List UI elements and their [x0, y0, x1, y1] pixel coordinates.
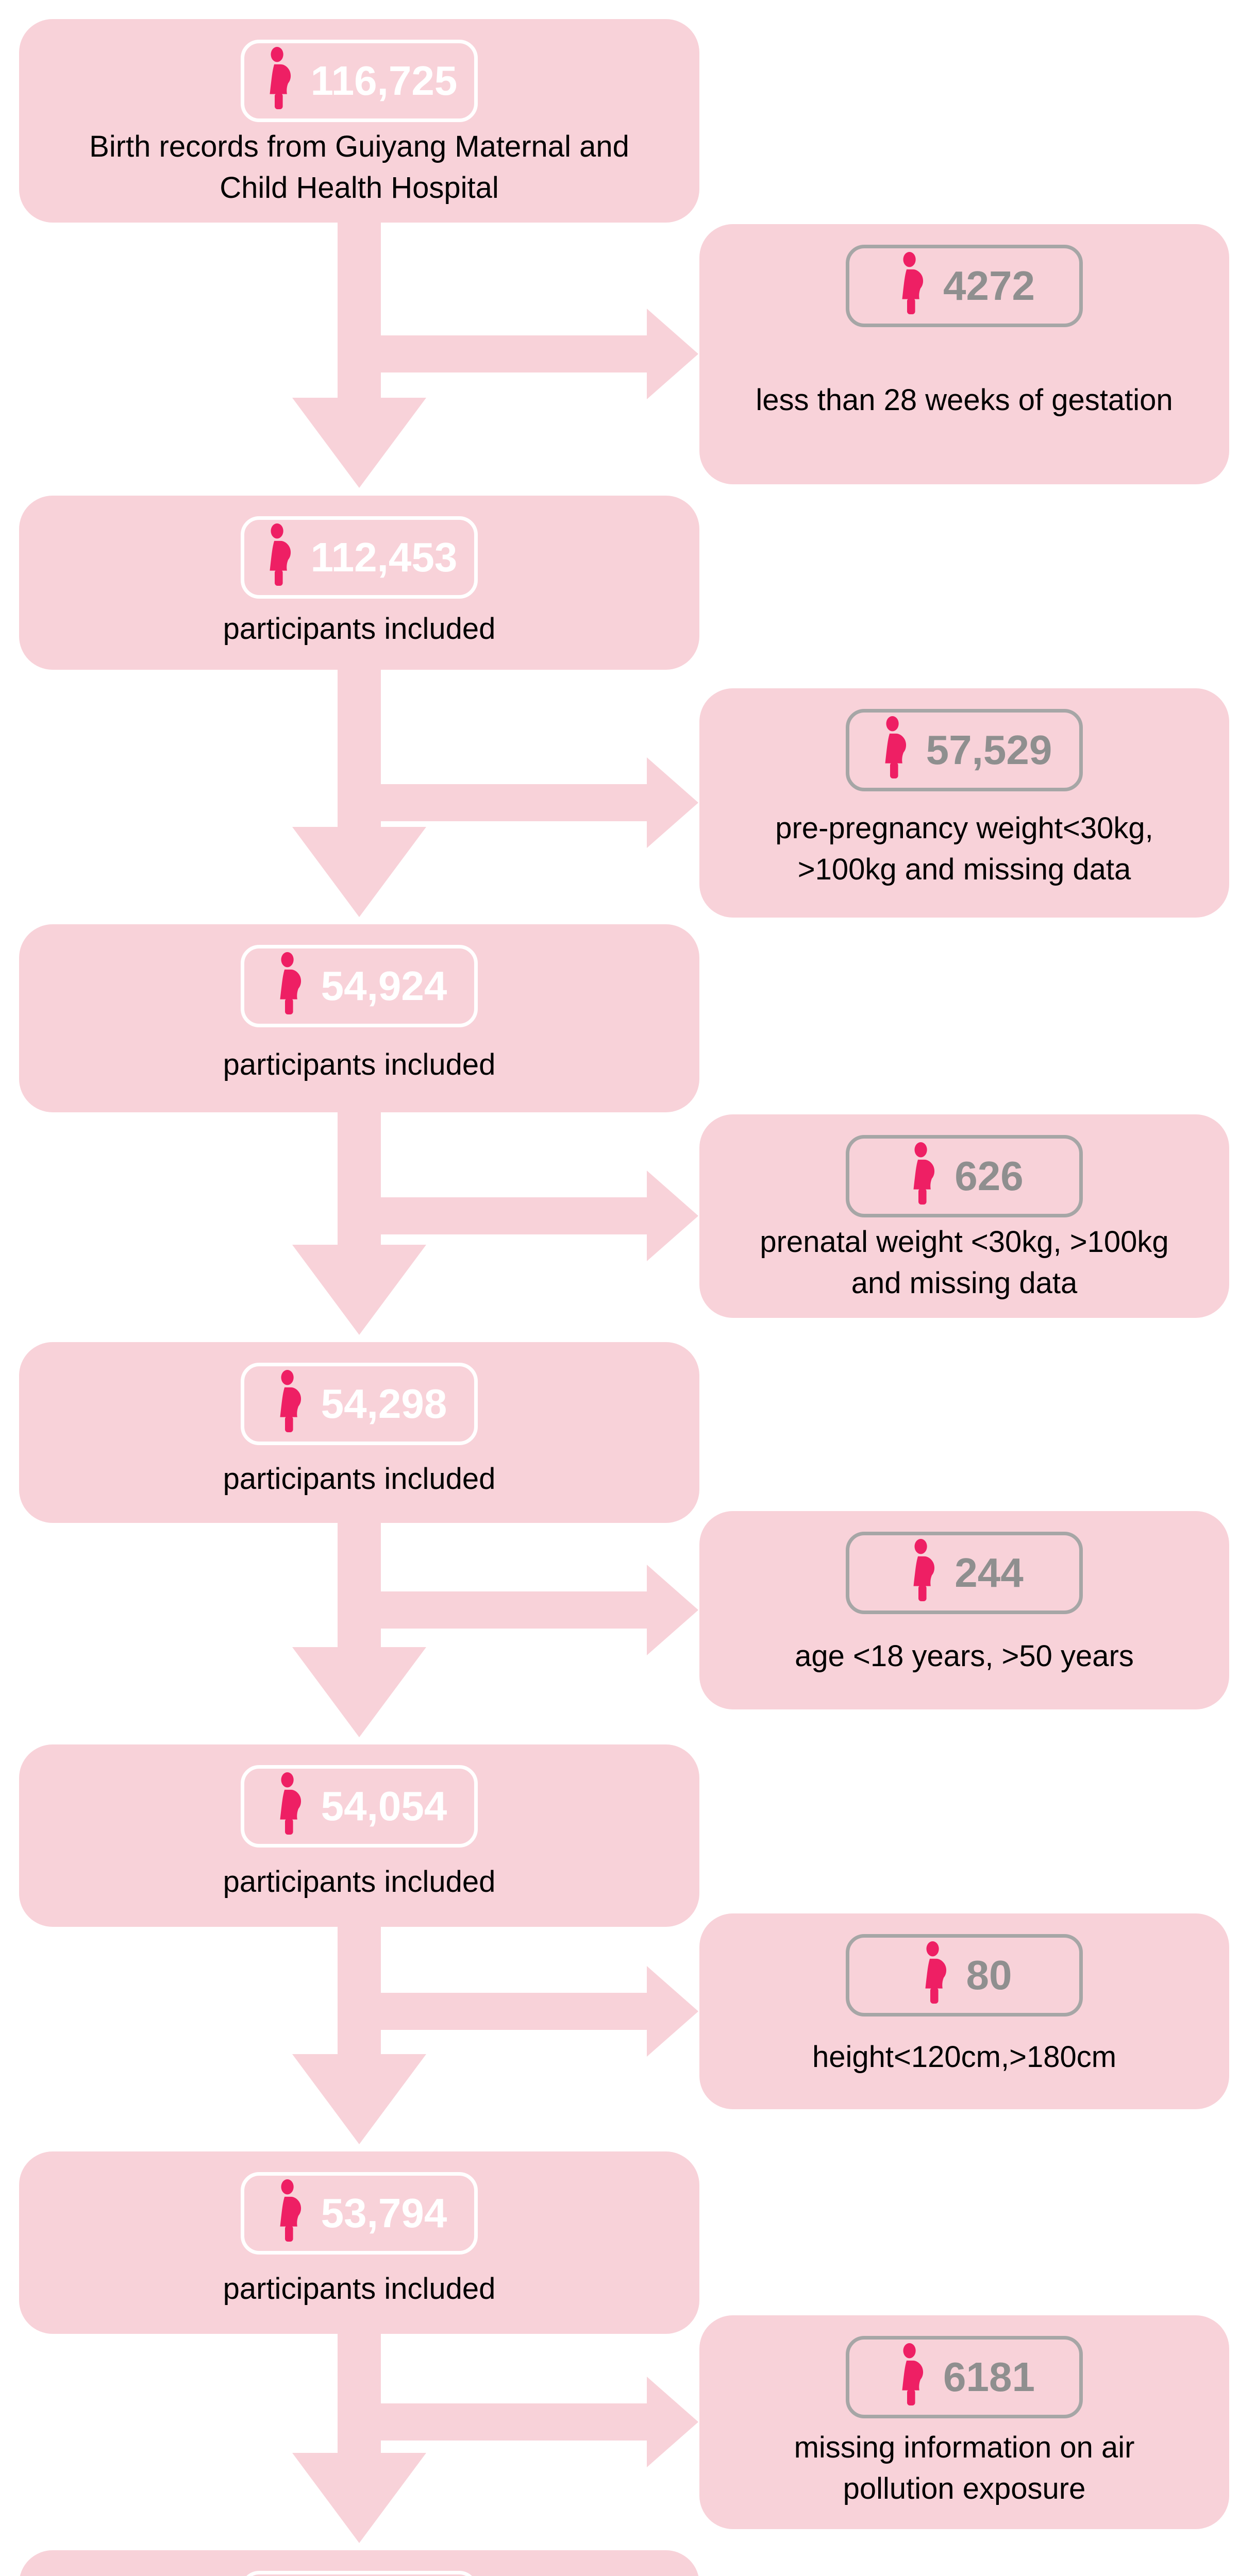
pregnant-woman-icon	[917, 1941, 955, 2009]
pregnant-woman-icon	[894, 252, 932, 320]
pregnant-woman-icon	[905, 1142, 943, 1210]
count-value: 80	[966, 1952, 1012, 1998]
down-arrow-head	[292, 2054, 426, 2144]
exclusion-label: prenatal weight <30kg, >100kg and missin…	[760, 1225, 1169, 1300]
count-value: 53,794	[321, 2190, 447, 2236]
step-label: Birth records from Guiyang Maternal and …	[89, 130, 629, 205]
exclusion-box-5: 80 height<120cm,>180cm	[699, 1913, 1229, 2109]
pregnant-woman-icon	[877, 716, 915, 784]
pregnant-woman-icon	[272, 2179, 310, 2247]
count-badge: 80	[846, 1934, 1083, 2016]
branch-arrow-head	[647, 1565, 698, 1655]
branch-arrow-shaft	[359, 1591, 647, 1629]
flow-step-box-2: 112,453 participants included	[19, 496, 699, 670]
flow-step-box-7: 47,793 participants were included in the…	[19, 2550, 699, 2576]
down-arrow-shaft	[338, 1926, 381, 2054]
count-badge: 54,924	[241, 945, 478, 1027]
step-label: participants included	[223, 612, 496, 646]
count-badge: 244	[846, 1532, 1083, 1614]
branch-arrow-head	[647, 1966, 698, 2057]
flow-step-box-1: 116,725 Birth records from Guiyang Mater…	[19, 19, 699, 223]
pregnant-woman-icon	[261, 47, 299, 115]
flow-step-box-4: 54,298 participants included	[19, 1342, 699, 1523]
count-value: 57,529	[926, 727, 1052, 773]
count-value: 6181	[943, 2354, 1035, 2400]
pregnant-woman-icon	[272, 952, 310, 1020]
branch-arrow-head	[647, 757, 698, 848]
branch-arrow-shaft	[359, 335, 647, 372]
count-badge: 54,298	[241, 1363, 478, 1445]
exclusion-label: age <18 years, >50 years	[795, 1639, 1134, 1673]
count-badge: 54,054	[241, 1765, 478, 1848]
count-value: 626	[954, 1153, 1024, 1199]
down-arrow-head	[292, 398, 426, 488]
count-badge: 53,794	[241, 2172, 478, 2255]
down-arrow-head	[292, 1647, 426, 1737]
flow-step-box-3: 54,924 participants included	[19, 924, 699, 1112]
count-value: 244	[954, 1550, 1024, 1596]
count-value: 4272	[943, 263, 1035, 309]
count-badge: 112,453	[241, 516, 478, 599]
branch-arrow-shaft	[359, 784, 647, 821]
flow-step-box-6: 53,794 participants included	[19, 2151, 699, 2334]
pregnant-woman-icon	[261, 523, 299, 591]
count-badge: 626	[846, 1135, 1083, 1217]
count-value: 116,725	[310, 58, 458, 104]
down-arrow-head	[292, 827, 426, 917]
step-label: participants included	[223, 1865, 496, 1899]
down-arrow-head	[292, 2453, 426, 2543]
step-label: participants included	[223, 1462, 496, 1496]
branch-arrow-shaft	[359, 1197, 647, 1234]
branch-arrow-head	[647, 2377, 698, 2467]
branch-arrow-shaft	[359, 2403, 647, 2441]
exclusion-label: height<120cm,>180cm	[812, 2040, 1117, 2074]
exclusion-label: less than 28 weeks of gestation	[756, 383, 1173, 417]
step-label: participants included	[223, 1047, 496, 1081]
branch-arrow-head	[647, 309, 698, 399]
count-badge: 4272	[846, 245, 1083, 327]
branch-arrow-head	[647, 1171, 698, 1261]
exclusion-box-2: 57,529 pre-pregnancy weight<30kg, >100kg…	[699, 688, 1229, 918]
count-badge: 116,725	[241, 40, 478, 122]
exclusion-box-1: 4272 less than 28 weeks of gestation	[699, 224, 1229, 484]
exclusion-box-3: 626 prenatal weight <30kg, >100kg and mi…	[699, 1114, 1229, 1318]
count-badge: 57,529	[846, 709, 1083, 791]
pregnant-woman-icon	[272, 1772, 310, 1840]
count-badge: 6181	[846, 2336, 1083, 2418]
pregnant-woman-icon	[272, 1370, 310, 1438]
count-value: 54,298	[321, 1381, 447, 1427]
step-label: participants included	[223, 2272, 496, 2306]
count-badge: 47,793	[241, 2571, 478, 2576]
exclusion-box-4: 244 age <18 years, >50 years	[699, 1511, 1229, 1709]
flow-step-box-5: 54,054 participants included	[19, 1744, 699, 1927]
down-arrow-head	[292, 1245, 426, 1335]
exclusion-label: missing information on air pollution exp…	[794, 2430, 1135, 2505]
branch-arrow-shaft	[359, 1993, 647, 2030]
count-value: 54,924	[321, 963, 447, 1009]
count-value: 112,453	[310, 534, 458, 580]
count-value: 54,054	[321, 1783, 447, 1829]
pregnant-woman-icon	[894, 2343, 932, 2411]
exclusion-box-6: 6181 missing information on air pollutio…	[699, 2315, 1229, 2529]
exclusion-label: pre-pregnancy weight<30kg, >100kg and mi…	[775, 811, 1153, 886]
pregnant-woman-icon	[905, 1539, 943, 1607]
